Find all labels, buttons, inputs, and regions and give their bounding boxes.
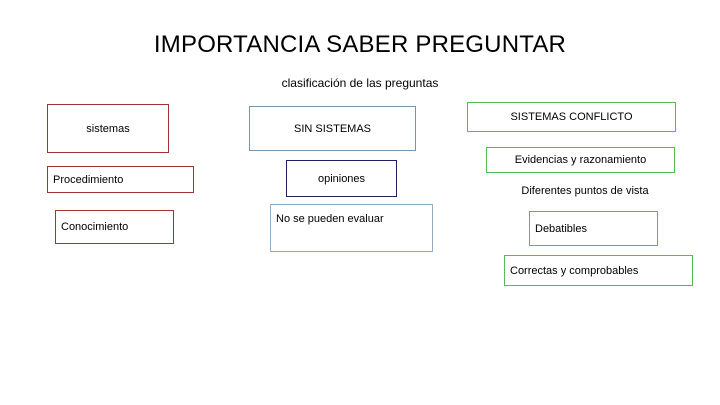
textbox-debatibles-label: Debatibles	[535, 222, 587, 235]
textbox-correctas-comprobables-label: Correctas y comprobables	[510, 264, 639, 277]
textbox-correctas-comprobables[interactable]: Correctas y comprobables	[504, 255, 693, 286]
textbox-opiniones-label: opiniones	[317, 172, 366, 185]
textbox-no-se-pueden-evaluar[interactable]: No se pueden evaluar	[270, 204, 433, 252]
textbox-sin-sistemas[interactable]: SIN SISTEMAS	[249, 106, 416, 151]
textbox-conocimiento-label: Conocimiento	[61, 221, 129, 233]
textbox-debatibles[interactable]: Debatibles	[529, 211, 658, 246]
textbox-evidencias-razonamiento[interactable]: Evidencias y razonamiento	[486, 147, 675, 173]
textbox-diferentes-puntos-de-vista[interactable]: Diferentes puntos de vista	[480, 181, 690, 201]
textbox-procedimiento-label: Procedimiento	[53, 173, 124, 186]
textbox-sistemas-conflicto[interactable]: SISTEMAS CONFLICTO	[467, 102, 676, 132]
textbox-evidencias-razonamiento-label: Evidencias y razonamiento	[514, 154, 647, 166]
textbox-sistemas-label: sistemas	[86, 122, 130, 135]
textbox-no-se-pueden-evaluar-label: No se pueden evaluar	[276, 213, 384, 225]
textbox-sistemas[interactable]: sistemas	[47, 104, 169, 153]
textbox-sistemas-conflicto-label: SISTEMAS CONFLICTO	[510, 111, 633, 123]
textbox-conocimiento[interactable]: Conocimiento	[55, 210, 174, 244]
textbox-opiniones[interactable]: opiniones	[286, 160, 397, 197]
page-title: IMPORTANCIA SABER PREGUNTAR	[153, 31, 567, 58]
textbox-procedimiento[interactable]: Procedimiento	[47, 166, 194, 193]
textbox-sin-sistemas-label: SIN SISTEMAS	[293, 122, 372, 135]
textbox-diferentes-puntos-de-vista-label: Diferentes puntos de vista	[521, 185, 649, 197]
page-subtitle: clasificación de las preguntas	[281, 76, 439, 90]
